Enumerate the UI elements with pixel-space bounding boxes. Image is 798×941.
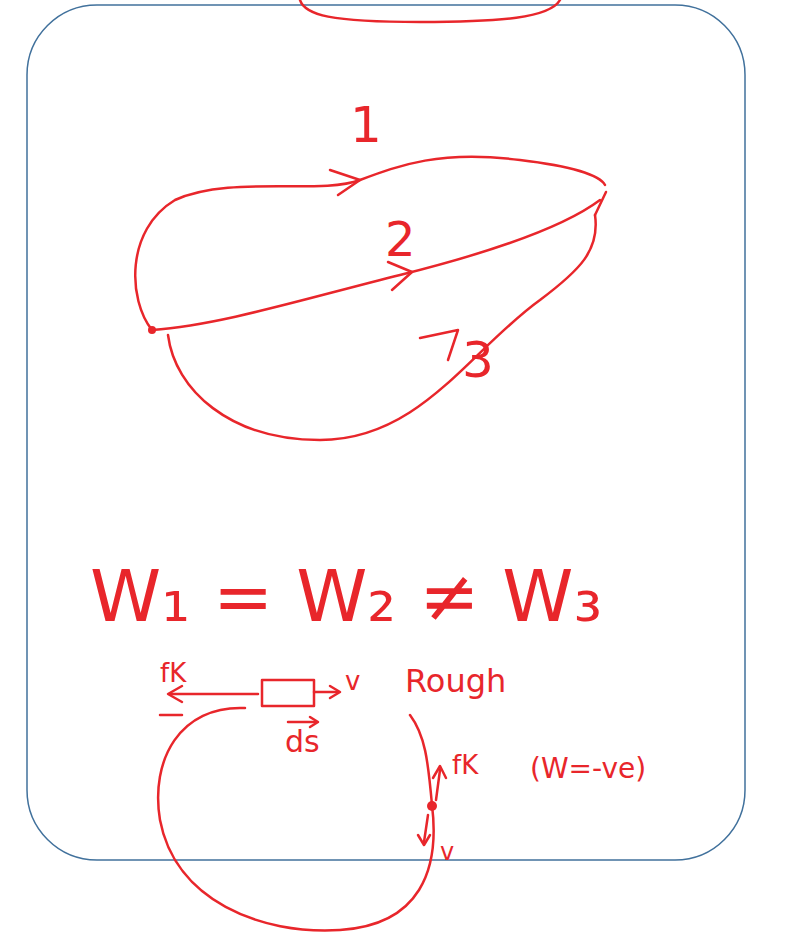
loop-point — [427, 801, 437, 811]
path-number: 2 — [385, 215, 416, 263]
equation: W₁ = W₂ ≠ W₃ — [90, 560, 602, 632]
velocity-label: v — [345, 668, 360, 694]
top-curve — [300, 0, 560, 22]
velocity-arrow — [314, 691, 338, 694]
arrow-2 — [388, 262, 412, 290]
force-label: fK — [452, 752, 478, 778]
velocity-head — [330, 686, 340, 698]
friction-arrow — [170, 693, 258, 696]
friction-head — [168, 686, 182, 702]
block — [262, 680, 314, 706]
frame — [27, 5, 745, 860]
arrow-1 — [330, 170, 360, 195]
velocity-down-head — [418, 835, 430, 845]
friction-up — [436, 770, 440, 800]
displacement-label: ds — [285, 727, 320, 757]
path-number: 3 — [462, 335, 494, 385]
arrow-3 — [420, 330, 458, 360]
velocity-label: v — [440, 840, 454, 864]
ds-arrow — [288, 721, 316, 724]
surface-label: Rough — [405, 665, 506, 697]
end-tick — [595, 192, 606, 215]
tick — [160, 714, 182, 717]
force-label: fK — [160, 660, 186, 686]
path-number: 1 — [350, 100, 382, 150]
work-label: (W=-ve) — [530, 755, 646, 783]
closed-loop — [158, 708, 434, 931]
ds-head — [310, 717, 318, 727]
path-2 — [152, 200, 600, 330]
start-point — [148, 326, 156, 334]
path-3 — [168, 215, 596, 440]
friction-up-head — [433, 766, 446, 778]
